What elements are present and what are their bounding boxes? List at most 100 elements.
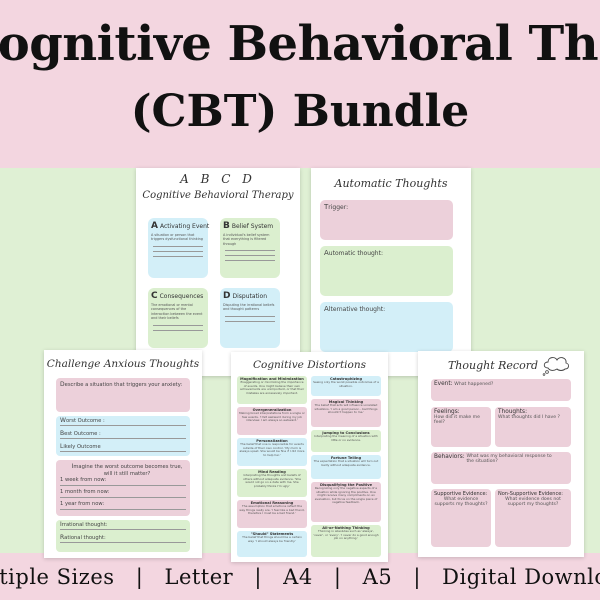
title-line-1: Cognitive Behavioral Therapy <box>0 16 600 72</box>
automatic-heading: Automatic Thoughts <box>334 177 448 190</box>
supportive-evidence-box: Supportive Evidence: What evidence suppo… <box>431 489 491 547</box>
distortion-desc: The belief that acts will influence unre… <box>314 403 378 415</box>
distortion-desc: Interpreting the meaning of a situation … <box>314 434 378 442</box>
time-lead: 1 <box>60 489 64 495</box>
distortion-desc: The assumption that emotions reflect the… <box>239 504 305 516</box>
distortion-desc: The expectation that a situation will tu… <box>313 459 379 467</box>
field-label: ational thought: <box>64 535 106 541</box>
format-item: A4 <box>283 565 313 589</box>
thought-record-worksheet: Thought Record Event: What happened? Fee… <box>418 351 584 557</box>
abcd-box-letter: D <box>223 291 231 301</box>
distortion-title: Magnification and Minimization <box>240 377 304 381</box>
write-line <box>153 250 203 252</box>
behaviors-label: Behaviors: <box>434 454 465 460</box>
write-line <box>225 255 275 257</box>
thoughts-box: Thoughts: What thoughts did I have ? <box>495 407 571 447</box>
distortion-desc: Seeing only the worst possible outcomes … <box>313 380 379 388</box>
field-label: rrational thought: <box>61 522 108 528</box>
distortion-desc: Recognizing only the negative aspects of… <box>314 486 378 505</box>
abcd-box-label: Activating Event <box>159 223 210 230</box>
automatic-thoughts-worksheet: Automatic Thoughts Trigger: Automatic th… <box>311 168 471 376</box>
separator: | <box>254 565 262 589</box>
trigger-field: Trigger: <box>320 200 453 240</box>
distortion-title: Emotional Reasoning <box>250 501 294 505</box>
format-item: Digital Download <box>442 565 600 589</box>
separator: | <box>333 565 342 589</box>
field-initial: I <box>71 463 74 470</box>
distortion-title: "Should" Statements <box>250 532 294 536</box>
thought-cloud-icon <box>542 357 569 376</box>
distortion-title: Catastrophizing <box>329 377 363 381</box>
time-label: year from now: <box>63 501 105 507</box>
write-line <box>153 329 203 331</box>
distortion-title: Overgeneralization <box>252 408 292 412</box>
distortion-desc: Exaggerating or minimizing the importanc… <box>239 380 305 395</box>
field-label: magine the worst outcome becomes true, w… <box>73 464 183 477</box>
abcd-box-desc: The emotional or mental consequences of … <box>151 303 203 321</box>
field-initial: B <box>60 430 65 437</box>
field-initial: L <box>60 443 64 450</box>
field-initial: R <box>60 534 65 541</box>
record-heading: Thought Record <box>447 359 539 372</box>
format-item: A5 <box>362 565 393 589</box>
distortion-desc: The belief that one is responsible for e… <box>239 442 305 457</box>
write-line <box>153 255 203 257</box>
time-lead: 1 <box>60 501 64 507</box>
distortion-desc: Interpreting the thoughts and beliefs of… <box>243 473 301 488</box>
field-initial: A <box>324 305 329 313</box>
behaviors-question: What was my behavioral response to the s… <box>466 454 552 465</box>
abcd-box-desc: A individual's belief system that everyt… <box>223 233 270 246</box>
format-item: Multiple Sizes <box>0 565 115 589</box>
abcd-box-desc: A situation or person that triggers dysf… <box>151 233 203 242</box>
distortion-title: Mind Reading <box>258 470 286 474</box>
describe-box: Describe a situation that triggers your … <box>56 378 190 412</box>
non-supportive-question: What evidence does not support my though… <box>505 497 561 508</box>
event-label: Event: <box>434 381 453 387</box>
automatic-thought-field: Automatic thought: <box>320 246 453 296</box>
distortion-title: Jumping to Conclusions <box>322 431 370 435</box>
challenge-anxious-thoughts-worksheet: Challenge Anxious Thoughts Describe a si… <box>44 350 202 558</box>
final-thoughts-box: Irrational thought: Rational thought: <box>56 520 190 552</box>
distortion-desc: Making broad interpretations from a sing… <box>239 411 305 423</box>
write-line <box>225 320 275 322</box>
title-line-2: (CBT) Bundle <box>130 86 470 137</box>
supportive-question: What evidence supports my thoughts? <box>434 497 488 508</box>
abcd-box-desc: Disputing the irrational beliefs and tho… <box>223 303 275 312</box>
non-supportive-label: Non-Supportive Evidence: <box>498 491 563 497</box>
distortions-heading: Cognitive Distortions <box>252 359 367 371</box>
time-lead: 1 <box>60 477 64 483</box>
feelings-box: Feelings: How did it make me feel? <box>431 407 491 447</box>
field-label: ikely Outcome <box>63 444 101 450</box>
distortion-title: Magical Thinking <box>328 400 364 404</box>
write-line <box>225 260 275 262</box>
field-initial: T <box>324 203 329 211</box>
abcd-box-letter: A <box>151 221 158 231</box>
separator: | <box>135 565 144 589</box>
supportive-label: Supportive Evidence: <box>434 491 488 497</box>
imagine-box: Imagine the worst outcome becomes true, … <box>56 460 190 516</box>
feelings-question: How did it make me feel? <box>434 415 480 426</box>
abcd-box-letter: B <box>223 221 230 231</box>
write-line <box>153 245 203 247</box>
thoughts-question: What thoughts did I have ? <box>498 415 560 420</box>
event-box: Event: What happened? <box>431 379 571 401</box>
write-line <box>225 250 275 252</box>
write-line <box>225 315 275 317</box>
feelings-label: Feelings: <box>434 409 460 415</box>
time-label: week from now: <box>63 477 107 483</box>
field-initial: D <box>60 381 65 388</box>
alternative-thought-field: Alternative thought: <box>320 302 453 352</box>
time-label: month from now: <box>63 489 110 495</box>
distortion-desc: The belief that things should be a certa… <box>242 535 302 543</box>
field-label: lternative thought: <box>328 306 386 313</box>
